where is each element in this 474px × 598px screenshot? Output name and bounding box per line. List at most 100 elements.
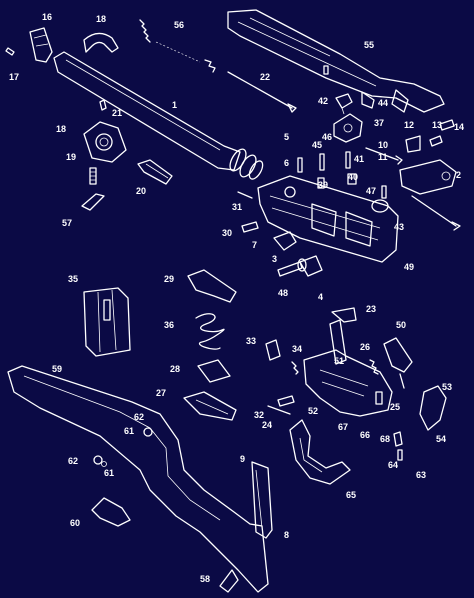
- part-guard-lower: [289, 419, 351, 485]
- part-pin-45: [319, 153, 325, 171]
- part-screw-19: [89, 167, 97, 185]
- callout-40: 40: [348, 172, 358, 182]
- callout-17: 17: [9, 72, 19, 82]
- callout-14: 14: [454, 122, 464, 132]
- part-band-screw: [137, 159, 173, 185]
- callout-49: 49: [404, 262, 414, 272]
- callout-9: 9: [240, 454, 245, 464]
- part-butt-plate: [251, 461, 273, 539]
- part-sear: [383, 337, 413, 389]
- part-clip: [81, 193, 105, 211]
- part-pin-31: [237, 191, 253, 199]
- part-pin-6: [297, 157, 303, 173]
- part-retainer-44: [361, 91, 375, 109]
- part-screw-24: [277, 395, 295, 407]
- part-mag-spring: [195, 313, 225, 350]
- callout-58: 58: [200, 574, 210, 584]
- callout-4: 4: [318, 292, 323, 302]
- callout-6: 6: [284, 158, 289, 168]
- part-pin-13: [429, 135, 443, 147]
- callout-59: 59: [52, 364, 62, 374]
- part-pin-32: [267, 405, 291, 415]
- callout-5: 5: [284, 132, 289, 142]
- callout-3: 3: [272, 254, 277, 264]
- callout-51: 51: [334, 356, 344, 366]
- callout-62: 62: [134, 412, 144, 422]
- part-bolt-handle: [399, 159, 457, 195]
- callout-8: 8: [284, 530, 289, 540]
- part-mag-lip: [187, 269, 237, 303]
- callout-28: 28: [170, 364, 180, 374]
- part-hammer-top: [331, 307, 357, 323]
- callout-46: 46: [322, 132, 332, 142]
- part-bracket: [91, 497, 131, 527]
- callout-48: 48: [278, 288, 288, 298]
- callout-45: 45: [312, 140, 322, 150]
- callout-67: 67: [338, 422, 348, 432]
- callout-32: 32: [254, 410, 264, 420]
- callout-19: 19: [66, 152, 76, 162]
- part-band-body: [83, 121, 127, 163]
- callout-2: 2: [456, 170, 461, 180]
- callout-37: 37: [374, 118, 384, 128]
- part-pin-25: [375, 391, 383, 405]
- part-pin-14: [439, 119, 455, 131]
- part-screw-21: [99, 99, 107, 111]
- part-follower: [197, 359, 231, 383]
- part-spring-26: [369, 359, 379, 375]
- part-sight-pin: [5, 47, 15, 56]
- part-sling-swivel: [219, 569, 239, 593]
- callout-65: 65: [346, 490, 356, 500]
- part-rod: [227, 71, 297, 113]
- part-barrel: [53, 51, 264, 180]
- part-latch-33: [265, 339, 281, 361]
- callout-39: 39: [318, 180, 328, 190]
- callout-41: 41: [354, 154, 364, 164]
- part-trigger: [419, 385, 447, 431]
- part-hammer-strut: [405, 135, 421, 153]
- callout-36: 36: [164, 320, 174, 330]
- callout-20: 20: [136, 186, 146, 196]
- callout-42: 42: [318, 96, 328, 106]
- part-barrel-band: [83, 32, 119, 53]
- callout-25: 25: [390, 402, 400, 412]
- callout-68: 68: [380, 434, 390, 444]
- callout-63: 63: [416, 470, 426, 480]
- part-receiver-cover: [227, 9, 445, 113]
- callout-11: 11: [378, 152, 388, 162]
- callout-61b: 61: [104, 468, 114, 478]
- callout-31: 31: [232, 202, 242, 212]
- part-plunger-40: [347, 173, 357, 185]
- part-receiver: [257, 175, 399, 263]
- callout-18b: 18: [56, 124, 66, 134]
- part-screw-62a: [143, 427, 153, 437]
- callout-26: 26: [360, 342, 370, 352]
- callout-35: 35: [68, 274, 78, 284]
- part-bolt-stop: [335, 93, 353, 115]
- callout-33: 33: [246, 336, 256, 346]
- part-plate-48: [299, 255, 323, 277]
- callout-47: 47: [366, 186, 376, 196]
- callout-10: 10: [378, 140, 388, 150]
- part-pin-41: [345, 151, 351, 169]
- callout-24: 24: [262, 420, 272, 430]
- callout-22: 22: [260, 72, 270, 82]
- callout-13: 13: [432, 120, 442, 130]
- callout-16: 16: [42, 12, 52, 22]
- callout-1: 1: [172, 100, 177, 110]
- part-screw-3: [277, 258, 307, 277]
- part-firing-pin: [411, 195, 461, 231]
- part-spring-34: [291, 361, 299, 375]
- callout-55: 55: [364, 40, 374, 50]
- callout-23: 23: [366, 304, 376, 314]
- callout-54: 54: [436, 434, 446, 444]
- part-ejector: [273, 231, 297, 251]
- callout-61: 61: [124, 426, 134, 436]
- callout-53: 53: [442, 382, 452, 392]
- part-washer-61b: [101, 461, 107, 467]
- part-trigger-guard: [303, 319, 393, 417]
- part-mag-base: [183, 391, 237, 421]
- part-pin-10: [365, 147, 403, 165]
- part-pin-64: [397, 449, 403, 461]
